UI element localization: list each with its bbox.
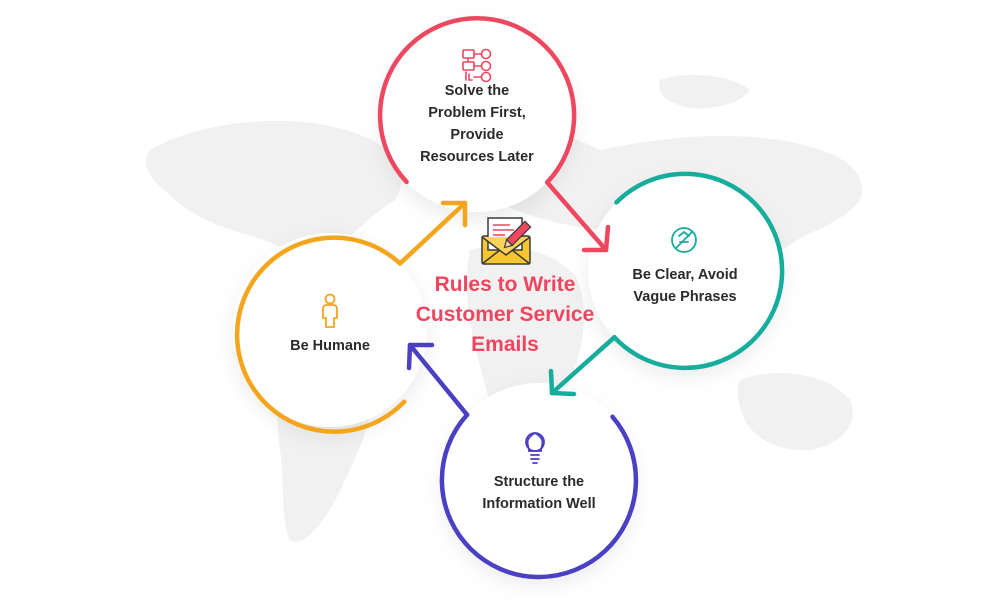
arrow-solve-to-clear (544, 180, 611, 253)
node-label-structure: Structure the Information Well (459, 471, 619, 515)
lightbulb-icon (525, 431, 545, 464)
title-line: Customer Service (415, 303, 595, 326)
node-label-humane: Be Humane (253, 335, 407, 357)
node-label-solve: Solve the Problem First, Provide Resourc… (397, 80, 557, 168)
email-edit-icon (481, 217, 532, 265)
node-text-line: Be Humane (290, 338, 370, 354)
node-text-line: Resources Later (420, 149, 534, 165)
workflow-icon (462, 48, 492, 83)
solve-circle-fill (380, 18, 574, 212)
node-label-clear: Be Clear, Avoid Vague Phrases (605, 264, 765, 308)
structure-arc (439, 412, 639, 580)
clear-circle-fill (588, 174, 782, 368)
clear-arc (612, 171, 785, 371)
arrow-humane-to-solve (397, 200, 468, 266)
structure-circle-fill (442, 383, 636, 577)
node-text-line: Information Well (482, 496, 596, 512)
node-text-line: Structure the (493, 474, 585, 490)
title-line: Rules to Write (434, 273, 576, 296)
humane-circle-fill (233, 233, 427, 427)
node-text-line: Be Clear, Avoid (632, 267, 738, 283)
node-text-line: Provide (450, 127, 504, 143)
solve-arc (377, 16, 577, 185)
humane-arc (234, 235, 407, 434)
diagram-title: Rules to Write Customer Service Emails (380, 270, 630, 360)
title-line: Emails (471, 333, 539, 356)
node-text-line: Problem First, (428, 105, 526, 121)
node-text-line: Vague Phrases (633, 289, 737, 305)
person-icon (322, 293, 338, 328)
arrow-structure-to-humane (406, 342, 470, 418)
node-text-line: Solve the (444, 83, 510, 99)
arrow-clear-to-structure (548, 335, 617, 397)
no-vague-icon (671, 227, 697, 253)
